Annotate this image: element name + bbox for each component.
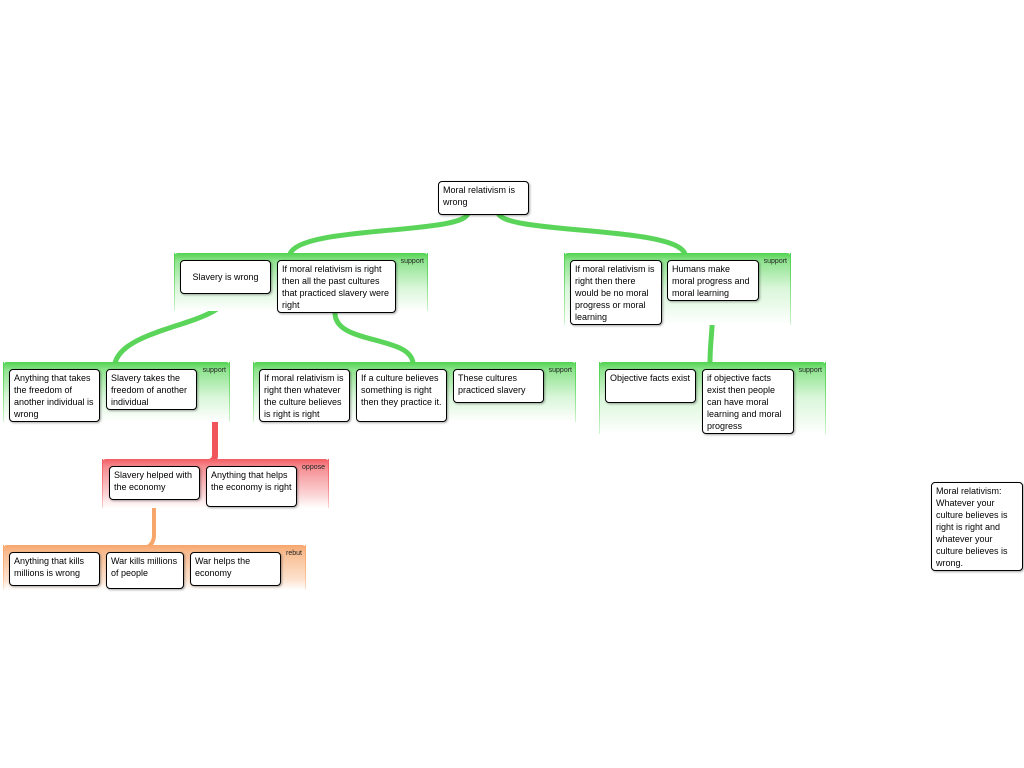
connector-oppose-to-rebut [145, 506, 156, 550]
premise-box[interactable]: War helps the economy [190, 552, 281, 586]
premise-box[interactable]: Slavery helped with the economy [109, 466, 200, 500]
premise-text: if objective facts exist then people can… [707, 373, 782, 431]
premise-box[interactable]: Slavery is wrong [180, 260, 271, 294]
premise-box[interactable]: Humans make moral progress and moral lea… [667, 260, 759, 301]
premise-text: Slavery helped with the economy [114, 470, 193, 492]
premise-text: Humans make moral progress and moral lea… [672, 264, 750, 298]
premise-text: War helps the economy [195, 556, 251, 578]
premise-box[interactable]: Anything that helps the economy is right [206, 466, 297, 507]
premise-text: Slavery is wrong [192, 272, 259, 282]
premise-text: If moral relativism is right then all th… [282, 264, 390, 310]
premise-box[interactable]: Objective facts exist [605, 369, 696, 403]
definition-note[interactable]: Moral relativism: Whatever your culture … [931, 482, 1023, 571]
group-type-label: support [400, 258, 424, 265]
connector-claim-to-support-right [495, 209, 688, 257]
premise-text: If moral relativism is right then whatev… [264, 373, 344, 419]
premise-box[interactable]: if objective facts exist then people can… [702, 369, 794, 434]
premise-text: These cultures practiced slavery [458, 373, 526, 395]
premise-text: Objective facts exist [610, 373, 691, 383]
premise-text: Anything that helps the economy is right [211, 470, 292, 492]
connector-past-cultures-to-support [332, 310, 416, 366]
group-type-label: support [548, 367, 572, 374]
group-type-label: rebut [286, 550, 302, 557]
premise-text: War kills millions of people [111, 556, 178, 578]
main-claim-text: Moral relativism is wrong [443, 185, 516, 207]
premise-text: If a culture believes something is right… [361, 373, 442, 407]
premise-box[interactable]: These cultures practiced slavery [453, 369, 544, 403]
premise-box[interactable]: Slavery takes the freedom of another ind… [106, 369, 197, 410]
premise-box[interactable]: War kills millions of people [106, 552, 184, 589]
premise-text: Slavery takes the freedom of another ind… [111, 373, 188, 407]
definition-text: Moral relativism: Whatever your culture … [936, 486, 1008, 568]
premise-box[interactable]: If moral relativism is right then whatev… [259, 369, 350, 422]
group-type-label: support [202, 367, 226, 374]
premise-box[interactable]: If moral relativism is right then all th… [277, 260, 396, 313]
main-claim-box[interactable]: Moral relativism is wrong [438, 181, 529, 215]
premise-box[interactable]: If moral relativism is right then there … [570, 260, 662, 325]
premise-text: Anything that takes the freedom of anoth… [14, 373, 94, 419]
premise-text: If moral relativism is right then there … [575, 264, 655, 322]
group-type-label: oppose [302, 464, 325, 471]
premise-text: Anything that kills millions is wrong [14, 556, 85, 578]
group-type-label: support [798, 367, 822, 374]
premise-box[interactable]: If a culture believes something is right… [356, 369, 447, 422]
premise-box[interactable]: Anything that takes the freedom of anoth… [9, 369, 100, 422]
group-type-label: support [763, 258, 787, 265]
premise-box[interactable]: Anything that kills millions is wrong [9, 552, 100, 586]
connector-claim-to-support-left [287, 209, 471, 257]
